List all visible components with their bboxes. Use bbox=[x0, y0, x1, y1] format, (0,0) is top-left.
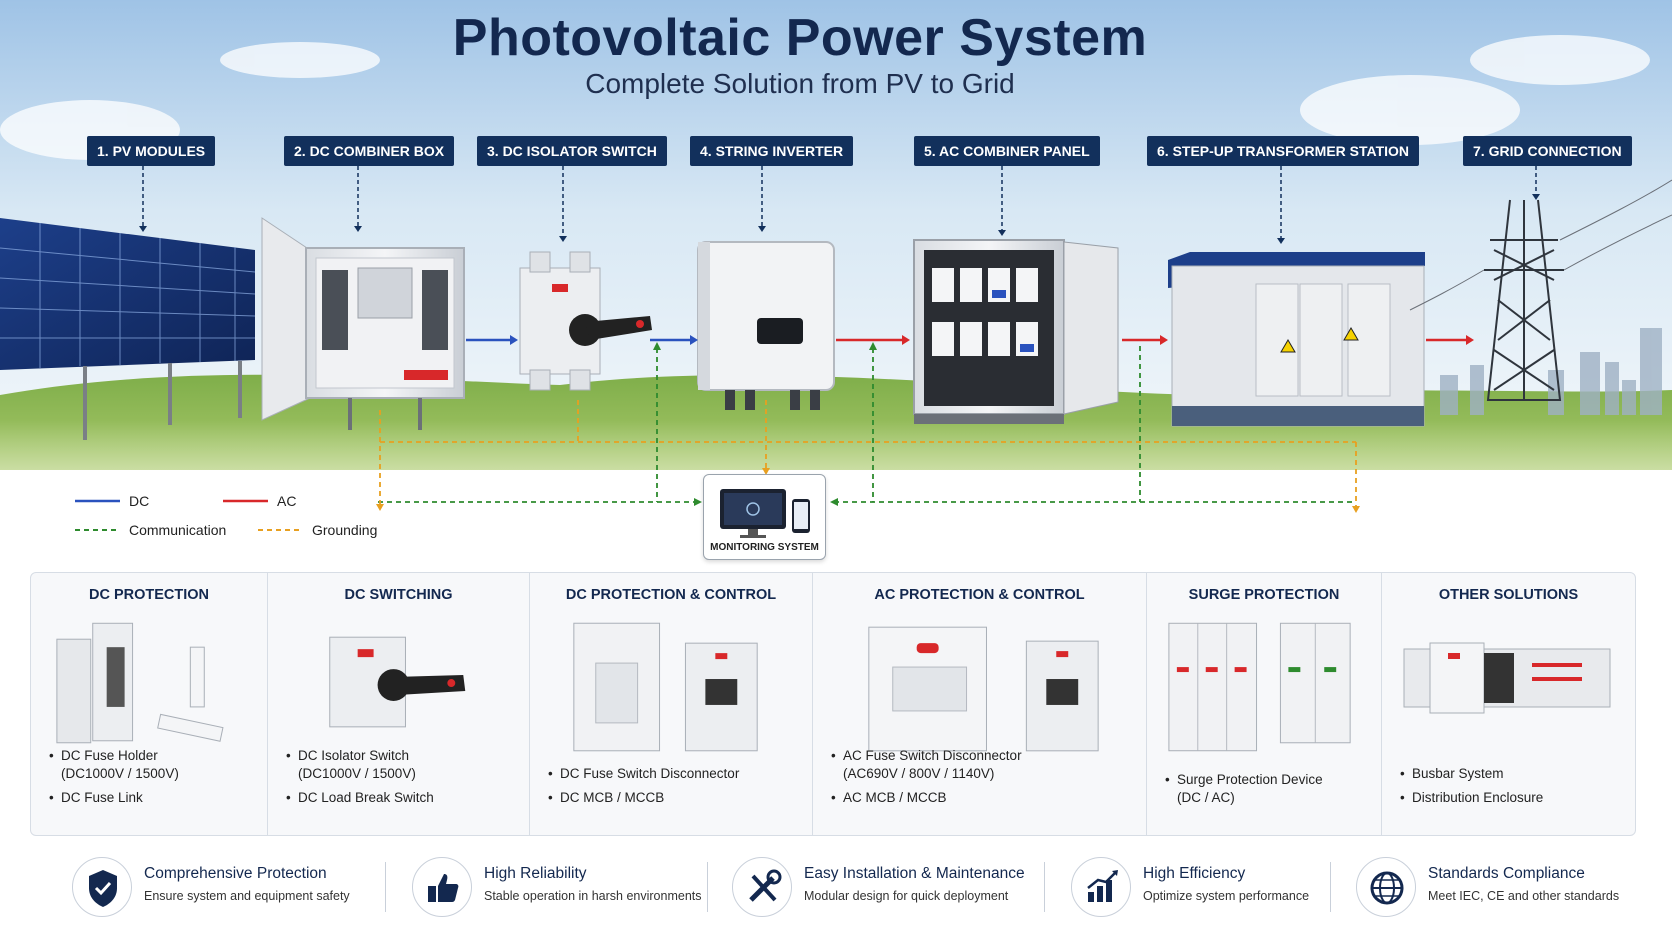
panel-surge-protection: SURGE PROTECTION Surge Protection Device… bbox=[1147, 573, 1382, 835]
label-connectors bbox=[142, 166, 1537, 240]
panel-title: DC SWITCHING bbox=[344, 587, 453, 603]
step-label-transformer-station: 6. STEP-UP TRANSFORMER STATION bbox=[1147, 136, 1420, 166]
ac-fuse-switch-image bbox=[868, 626, 1099, 752]
panel-items: DC Fuse Holder (DC1000V / 1500V) DC Fuse… bbox=[49, 747, 257, 813]
list-item: Surge Protection Device (DC / AC) bbox=[1165, 771, 1371, 807]
panel-items: AC Fuse Switch Disconnector (AC690V / 80… bbox=[831, 747, 1136, 813]
step-label-grid-connection: 7. GRID CONNECTION bbox=[1463, 136, 1632, 166]
list-item: DC Fuse Switch Disconnector bbox=[548, 765, 802, 783]
panel-items: Busbar System Distribution Enclosure bbox=[1400, 765, 1625, 813]
dc-isolator-switch-image bbox=[329, 636, 466, 728]
feature-title: High Efficiency bbox=[1143, 865, 1246, 882]
transformer-station-illustration bbox=[1168, 252, 1425, 427]
monitoring-system-label: MONITORING SYSTEM bbox=[710, 542, 819, 553]
communication-lines bbox=[378, 346, 1356, 503]
panel-title: OTHER SOLUTIONS bbox=[1438, 587, 1579, 603]
panel-items: DC Isolator Switch (DC1000V / 1500V) DC … bbox=[286, 747, 519, 813]
grounding-lines bbox=[379, 400, 1357, 508]
dc-fuse-switch-image bbox=[573, 622, 758, 752]
city-skyline bbox=[1440, 328, 1662, 415]
feature-desc: Meet IEC, CE and other standards bbox=[1428, 889, 1620, 903]
list-item: DC Fuse Holder (DC1000V / 1500V) bbox=[49, 747, 257, 783]
feature-title: High Reliability bbox=[484, 865, 587, 882]
panel-other-solutions: OTHER SOLUTIONS Busbar System Distributi… bbox=[1382, 573, 1635, 835]
panel-title: DC PROTECTION bbox=[88, 587, 210, 603]
legend-grounding: Grounding bbox=[312, 522, 378, 538]
feature-title: Comprehensive Protection bbox=[144, 865, 327, 882]
list-item: DC Load Break Switch bbox=[286, 789, 519, 807]
feature-divider bbox=[707, 862, 708, 912]
step-label-ac-combiner-panel: 5. AC COMBINER PANEL bbox=[914, 136, 1100, 166]
list-item: Distribution Enclosure bbox=[1400, 789, 1625, 807]
feature-desc: Stable operation in harsh environments bbox=[484, 889, 702, 903]
list-item: DC Isolator Switch (DC1000V / 1500V) bbox=[286, 747, 519, 783]
step-label-string-inverter: 4. STRING INVERTER bbox=[690, 136, 854, 166]
product-panels: DC PROTECTION DC Fuse Holder (DC1000V / … bbox=[30, 572, 1636, 836]
feature-desc: Ensure system and equipment safety bbox=[144, 889, 350, 903]
page-title: Photovoltaic Power System bbox=[452, 9, 1148, 67]
panel-title: SURGE PROTECTION bbox=[1188, 587, 1340, 603]
list-item: Busbar System bbox=[1400, 765, 1625, 783]
globe-icon bbox=[1356, 857, 1416, 917]
feature-desc: Optimize system performance bbox=[1143, 889, 1310, 903]
panel-items: Surge Protection Device (DC / AC) bbox=[1165, 771, 1371, 813]
panel-ac-protection-control: AC PROTECTION & CONTROL AC Fuse Switch D… bbox=[813, 573, 1147, 835]
feature-divider bbox=[385, 862, 386, 912]
transmission-tower-illustration bbox=[1409, 179, 1672, 401]
thumbs-up-icon bbox=[412, 857, 472, 917]
monitor-icon bbox=[720, 489, 810, 538]
feature-title: Standards Compliance bbox=[1428, 865, 1585, 882]
pv-modules-illustration bbox=[0, 218, 256, 440]
list-item: AC Fuse Switch Disconnector (AC690V / 80… bbox=[831, 747, 1136, 783]
panel-title: DC PROTECTION & CONTROL bbox=[565, 587, 777, 603]
dc-combiner-box-illustration bbox=[261, 217, 465, 430]
monitoring-system: MONITORING SYSTEM bbox=[703, 474, 826, 560]
string-inverter-illustration bbox=[697, 241, 835, 410]
bar-chart-icon bbox=[1071, 857, 1131, 917]
ac-combiner-panel-illustration bbox=[913, 239, 1119, 424]
panel-dc-protection: DC PROTECTION DC Fuse Holder (DC1000V / … bbox=[31, 573, 268, 835]
list-item: DC Fuse Link bbox=[49, 789, 257, 807]
panel-dc-protection-control: DC PROTECTION & CONTROL DC Fuse Switch D… bbox=[530, 573, 813, 835]
legend-ac: AC bbox=[277, 493, 297, 509]
feature-divider bbox=[1044, 862, 1045, 912]
panel-dc-switching: DC SWITCHING DC Isolator Switch (DC1000V… bbox=[268, 573, 530, 835]
step-label-dc-isolator-switch: 3. DC ISOLATOR SWITCH bbox=[477, 136, 667, 166]
feature-title: Easy Installation & Maintenance bbox=[804, 865, 1025, 882]
busbar-distribution-image bbox=[1403, 642, 1611, 714]
panel-items: DC Fuse Switch Disconnector DC MCB / MCC… bbox=[548, 765, 802, 813]
dc-fuse-holder-image bbox=[56, 622, 224, 744]
list-item: DC MCB / MCCB bbox=[548, 789, 802, 807]
list-item: AC MCB / MCCB bbox=[831, 789, 1136, 807]
dc-isolator-switch-illustration bbox=[519, 251, 652, 391]
page-subtitle: Complete Solution from PV to Grid bbox=[585, 68, 1015, 99]
feature-divider bbox=[1330, 862, 1331, 912]
legend-dc: DC bbox=[129, 493, 150, 509]
panel-title: AC PROTECTION & CONTROL bbox=[874, 587, 1085, 603]
surge-protection-device-image bbox=[1168, 622, 1351, 752]
step-label-dc-combiner-box: 2. DC COMBINER BOX bbox=[284, 136, 455, 166]
step-label-pv-modules: 1. PV MODULES bbox=[87, 136, 216, 166]
tools-icon bbox=[732, 857, 792, 917]
legend-lines bbox=[75, 499, 303, 531]
shield-icon bbox=[72, 857, 132, 917]
feature-desc: Modular design for quick deployment bbox=[804, 889, 1009, 903]
legend-communication: Communication bbox=[129, 522, 227, 538]
